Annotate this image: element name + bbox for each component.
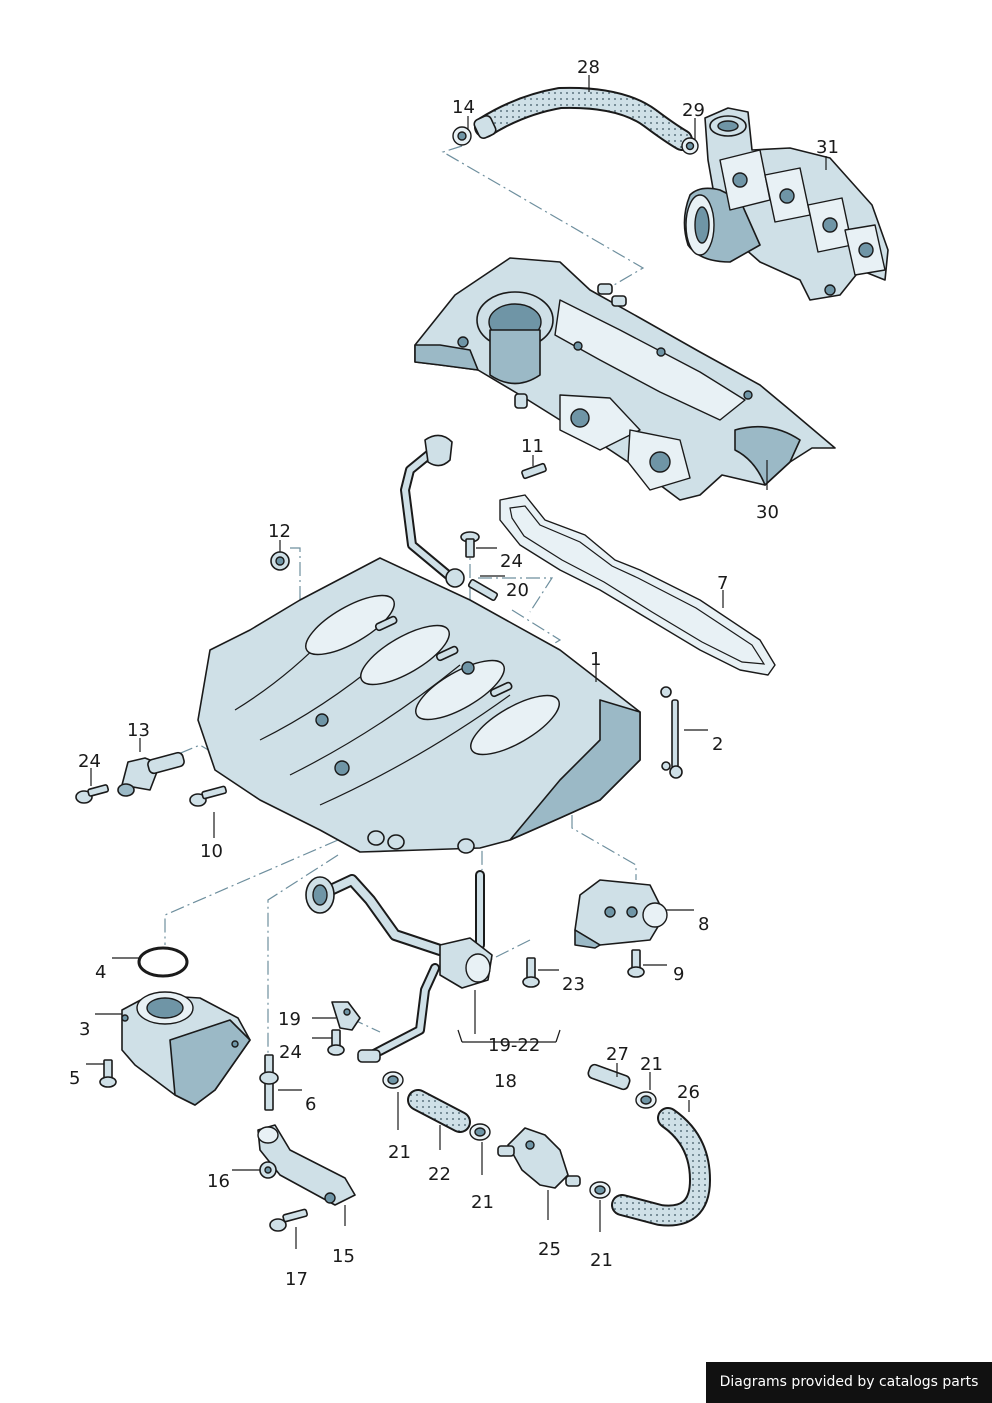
callout-20: 20 [506,580,529,601]
callout-11: 11 [521,436,544,457]
credit-banner: Diagrams provided by catalogs parts [706,1362,992,1403]
part-24-bolt-clip [327,1029,345,1056]
part-13-sensor [117,751,185,797]
callout-24-clip: 24 [279,1042,302,1063]
part-16-nut [259,1161,277,1179]
part-30-cylinder-head-cover [414,257,836,501]
callout-13: 13 [127,720,150,741]
callout-9: 9 [673,964,684,985]
callout-12: 12 [268,521,291,542]
part-26-hose [611,1107,711,1227]
part-28-breather-hose [473,86,693,151]
callout-30: 30 [756,502,779,523]
callout-5: 5 [69,1068,80,1089]
callout-21-a: 21 [388,1142,411,1163]
part-5-bolt [99,1059,117,1088]
callout-21-c: 21 [590,1250,613,1271]
part-24-bolt-upper [460,531,480,558]
callout-4: 4 [95,962,106,983]
part-29-hose-clamp [681,137,699,155]
callout-17: 17 [285,1269,308,1290]
part-6-stud [259,1054,279,1111]
callout-21-d: 21 [640,1054,663,1075]
part-17-bolt [269,1208,308,1232]
callout-24-sensor: 24 [78,751,101,772]
callout-7: 7 [717,573,728,594]
callout-26: 26 [677,1082,700,1103]
part-14-hose-clamp [452,126,472,146]
callout-8: 8 [698,914,709,935]
callout-24-upper: 24 [500,551,523,572]
part-21-hose-clamp-4 [635,1091,657,1109]
callout-labels: 28 14 29 31 30 11 7 12 24 20 1 2 13 24 1… [69,57,839,1290]
callout-14: 14 [452,97,475,118]
callout-31: 31 [816,137,839,158]
callout-27: 27 [606,1044,629,1065]
callout-16: 16 [207,1171,230,1192]
part-4-o-ring [137,946,189,978]
callout-15: 15 [332,1246,355,1267]
callout-19: 19 [278,1009,301,1030]
part-21-hose-clamp-3 [589,1181,611,1199]
part-20-union [445,568,499,602]
part-8-actuator [574,879,668,949]
callout-29: 29 [682,100,705,121]
part-12-nut [270,551,290,571]
callout-23: 23 [562,974,585,995]
part-23-bolt [522,957,540,988]
part-31-exhaust-manifold [683,107,889,301]
part-24-bolt-sensor [75,784,110,804]
callout-22: 22 [428,1164,451,1185]
part-10-bolt [189,785,227,807]
part-21-hose-clamp-1 [382,1071,404,1089]
part-19-clip [331,1001,361,1031]
part-11-stud [521,462,547,480]
callout-1: 1 [590,649,601,670]
part-27-pipe [587,1063,631,1091]
part-22-hose [407,1089,471,1133]
leader-lines [86,75,827,1249]
callout-6: 6 [305,1094,316,1115]
part-18-breather-line [305,870,493,1063]
part-3-throttle-body [121,991,251,1106]
callout-21-b: 21 [471,1192,494,1213]
part-2-link-rod [660,686,683,779]
part-1-intake-manifold [197,557,641,854]
callout-2: 2 [712,734,723,755]
part-7-intake-gasket [499,494,776,676]
callout-19-22: 19-22 [488,1035,540,1056]
callout-18: 18 [494,1071,517,1092]
callout-3: 3 [79,1019,90,1040]
callout-25: 25 [538,1239,561,1260]
part-15-bracket [257,1124,356,1206]
callout-28: 28 [577,57,600,78]
part-9-bolt [627,949,645,978]
breather-pipe-upper [400,434,453,580]
part-21-hose-clamp-2 [469,1123,491,1141]
callout-10: 10 [200,841,223,862]
part-25-valve [497,1127,581,1189]
